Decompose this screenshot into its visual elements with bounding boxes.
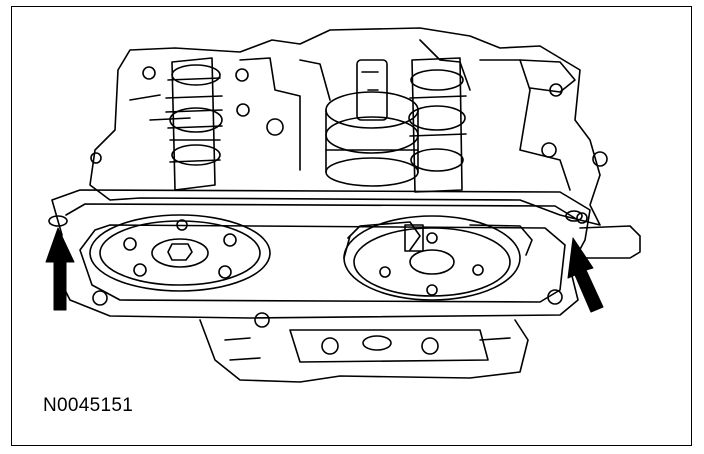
right-camshaft	[408, 57, 467, 193]
left-arrow-icon	[45, 227, 75, 311]
left-locator-pin	[48, 215, 68, 227]
right-cam-sprocket	[343, 215, 533, 301]
timing-plate	[51, 189, 641, 328]
cylinder-head	[89, 27, 608, 226]
right-locator-pin	[565, 210, 583, 222]
left-camshaft	[165, 57, 223, 191]
vct-solenoid	[325, 59, 419, 187]
left-cam-sprocket	[89, 214, 271, 292]
figure-id-label: N0045151	[43, 395, 134, 416]
right-arrow-icon	[567, 237, 604, 313]
lower-block	[199, 319, 529, 383]
figure-frame	[11, 6, 692, 446]
